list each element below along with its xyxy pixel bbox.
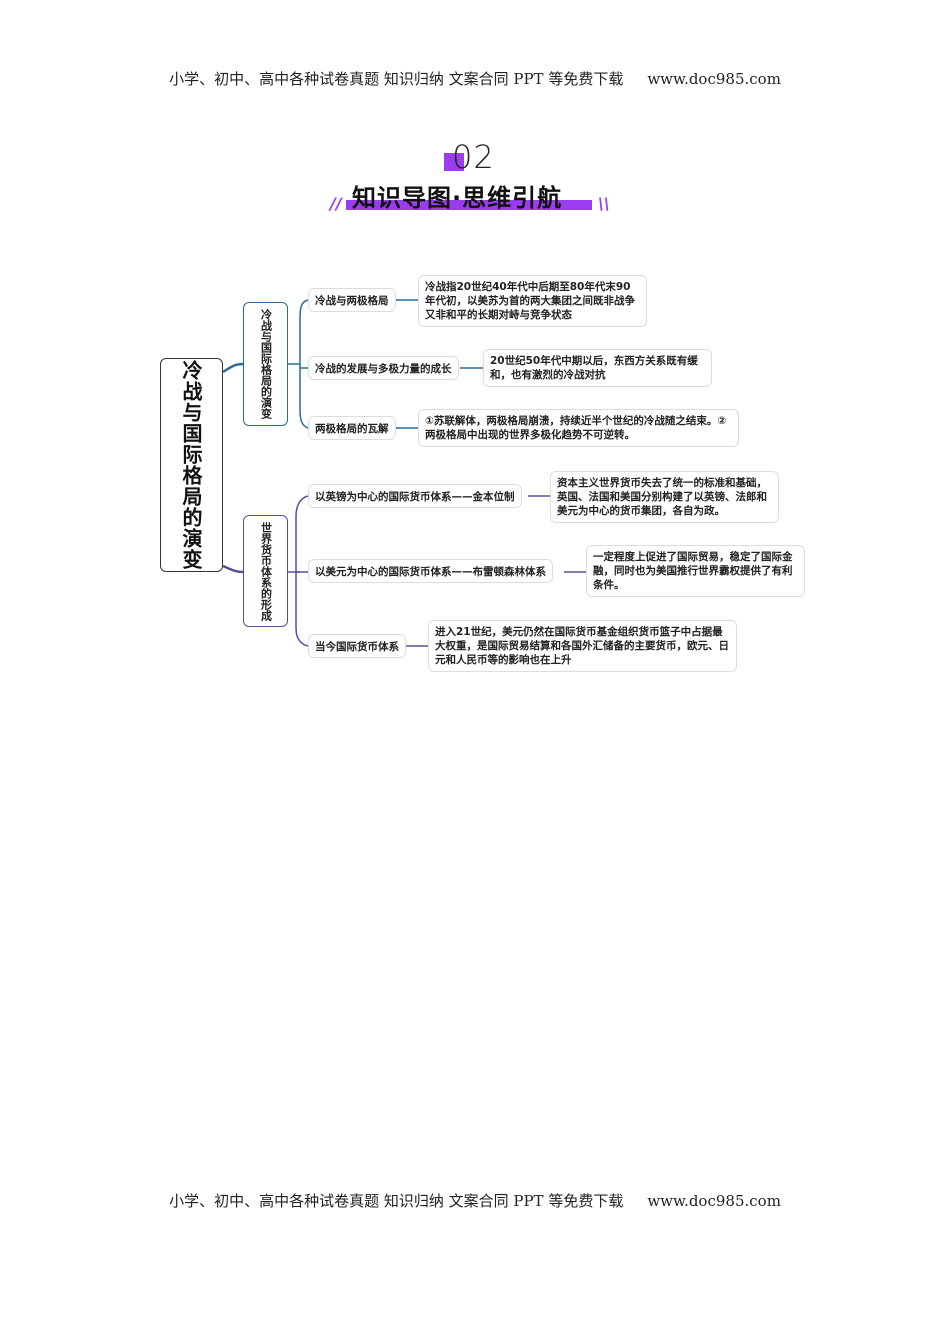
topic-label: 两极格局的瓦解 — [315, 422, 389, 435]
topic-node: 冷战的发展与多极力量的成长 — [308, 356, 459, 380]
topic-node: 两极格局的瓦解 — [308, 416, 396, 440]
root-label: 冷战与国际格局的演变 — [179, 360, 203, 570]
detail-node: 进入21世纪，美元仍然在国际货币基金组织货币篮子中占据最大权重，是国际贸易结算和… — [428, 620, 737, 672]
detail-text: 一定程度上促进了国际贸易，稳定了国际金融，同时也为美国推行世界霸权提供了有利条件… — [593, 551, 793, 591]
mindmap-root: 冷战与国际格局的演变 — [160, 358, 223, 572]
banner-url: www.doc985.com — [647, 1192, 781, 1210]
branch-label: 世界货币体系的形成 — [259, 521, 273, 621]
bottom-banner: 小学、初中、高中各种试卷真题 知识归纳 文案合同 PPT 等免费下载 www.do… — [0, 1190, 950, 1211]
detail-node: 20世纪50年代中期以后，东西方关系既有缓和，也有激烈的冷战对抗 — [483, 349, 712, 387]
topic-node: 当今国际货币体系 — [308, 634, 406, 658]
topic-node: 以英镑为中心的国际货币体系——金本位制 — [308, 484, 522, 508]
topic-node: 以美元为中心的国际货币体系——布雷顿森林体系 — [308, 559, 553, 583]
left-slash-decoration: // — [330, 194, 342, 213]
number-accent-block — [444, 153, 464, 171]
detail-node: 资本主义世界货币失去了统一的标准和基础，英国、法国和美国分别构建了以英镑、法郎和… — [550, 471, 779, 523]
title-underline-bar — [346, 200, 592, 210]
banner-text: 小学、初中、高中各种试卷真题 知识归纳 文案合同 PPT 等免费下载 — [169, 70, 624, 88]
right-slash-decoration: \\ — [598, 194, 610, 213]
section-header: 02 知识导图·思维引航 // \\ — [0, 138, 950, 218]
branch-currency-system: 世界货币体系的形成 — [243, 515, 288, 627]
detail-text: 资本主义世界货币失去了统一的标准和基础，英国、法国和美国分别构建了以英镑、法郎和… — [557, 477, 767, 517]
detail-node: 冷战指20世纪40年代中后期至80年代末90年代初，以美苏为首的两大集团之间既非… — [418, 275, 647, 327]
detail-node: ①苏联解体，两极格局崩溃，持续近半个世纪的冷战随之结束。②两极格局中出现的世界多… — [418, 409, 739, 447]
banner-url: www.doc985.com — [647, 70, 781, 88]
detail-text: 20世纪50年代中期以后，东西方关系既有缓和，也有激烈的冷战对抗 — [490, 355, 698, 381]
topic-label: 当今国际货币体系 — [315, 640, 399, 653]
detail-text: ①苏联解体，两极格局崩溃，持续近半个世纪的冷战随之结束。②两极格局中出现的世界多… — [425, 415, 727, 441]
topic-node: 冷战与两极格局 — [308, 288, 396, 312]
detail-text: 冷战指20世纪40年代中后期至80年代末90年代初，以美苏为首的两大集团之间既非… — [425, 281, 635, 321]
detail-node: 一定程度上促进了国际贸易，稳定了国际金融，同时也为美国推行世界霸权提供了有利条件… — [586, 545, 805, 597]
branch-label: 冷战与国际格局的演变 — [259, 309, 273, 419]
banner-text: 小学、初中、高中各种试卷真题 知识归纳 文案合同 PPT 等免费下载 — [169, 1192, 624, 1210]
section-number: 02 — [452, 138, 495, 176]
topic-label: 冷战与两极格局 — [315, 294, 389, 307]
branch-cold-war: 冷战与国际格局的演变 — [243, 302, 288, 426]
top-banner: 小学、初中、高中各种试卷真题 知识归纳 文案合同 PPT 等免费下载 www.do… — [0, 68, 950, 89]
detail-text: 进入21世纪，美元仍然在国际货币基金组织货币篮子中占据最大权重，是国际贸易结算和… — [435, 626, 729, 666]
topic-label: 以美元为中心的国际货币体系——布雷顿森林体系 — [315, 565, 546, 578]
topic-label: 冷战的发展与多极力量的成长 — [315, 362, 452, 375]
section-title: 知识导图·思维引航 — [352, 184, 563, 212]
topic-label: 以英镑为中心的国际货币体系——金本位制 — [315, 490, 515, 503]
mindmap-connectors — [222, 299, 586, 647]
